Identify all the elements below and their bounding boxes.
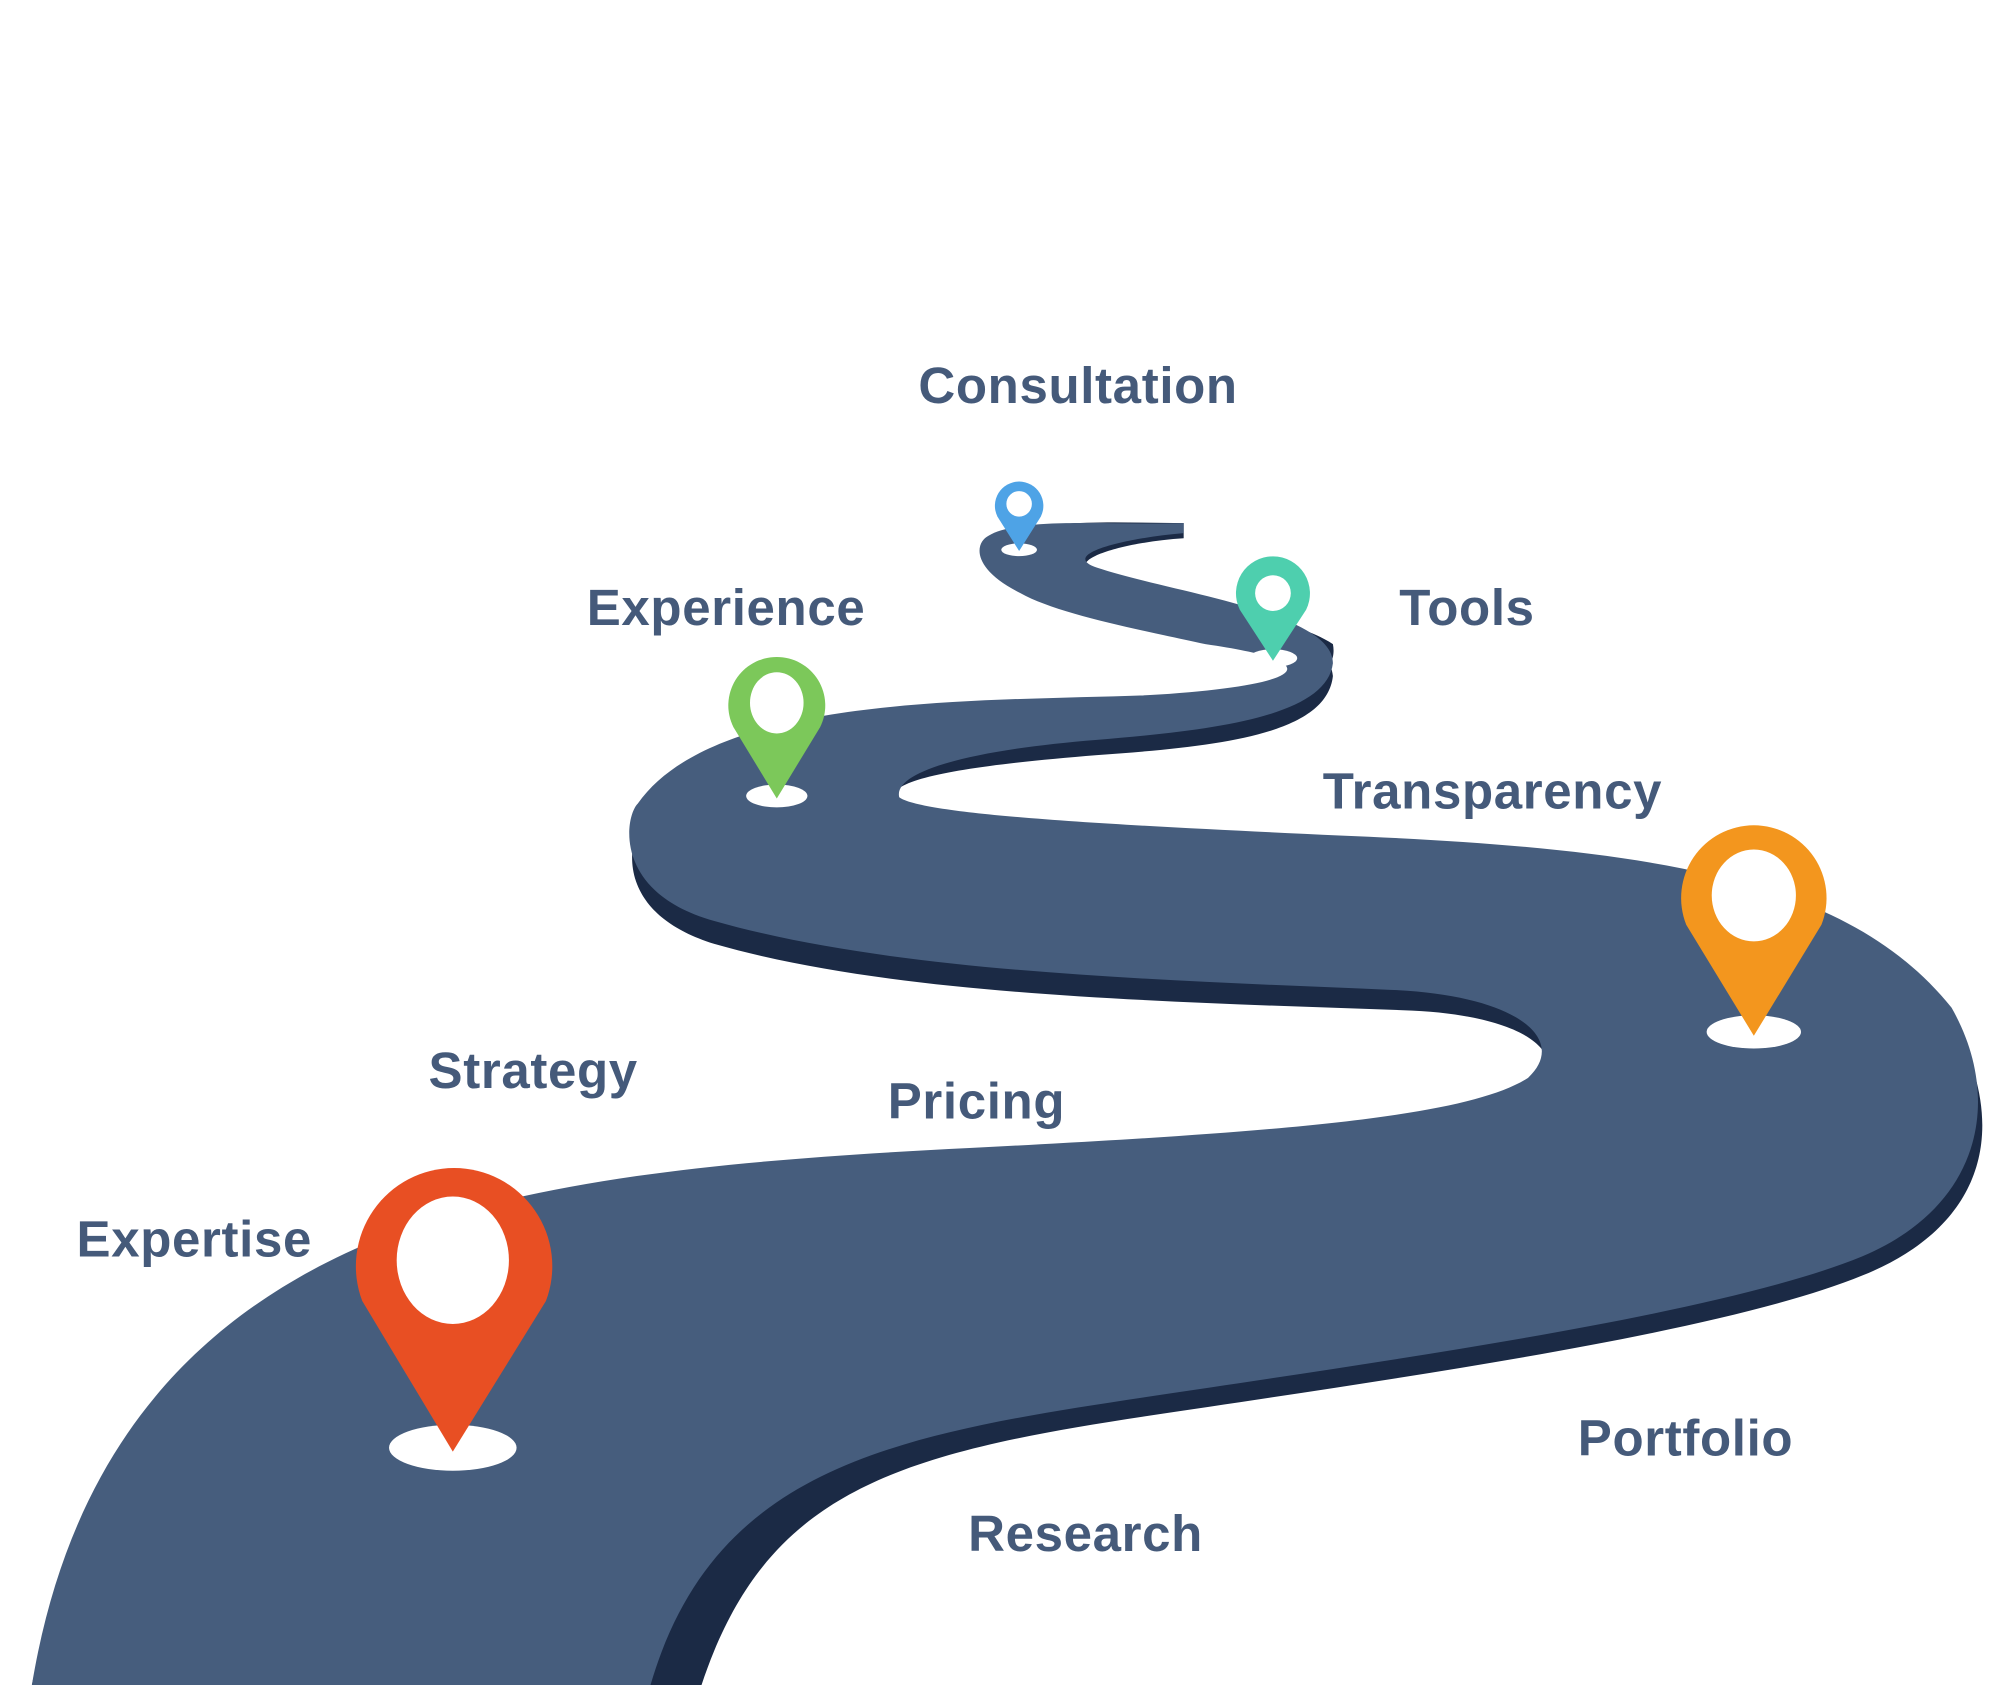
label-research: Research	[968, 1505, 1203, 1562]
pin-expertise	[355, 1168, 553, 1471]
pin-transparency	[1681, 825, 1827, 1049]
label-strategy: Strategy	[429, 1042, 638, 1099]
road	[31, 522, 1983, 1685]
pin-consultation	[994, 481, 1044, 557]
pin-tools	[1235, 556, 1310, 668]
label-experience: Experience	[587, 579, 866, 636]
label-transparency: Transparency	[1323, 763, 1662, 820]
label-portfolio: Portfolio	[1578, 1409, 1793, 1466]
label-tools: Tools	[1399, 579, 1534, 636]
pin-experience	[728, 656, 826, 808]
label-consultation: Consultation	[918, 357, 1237, 414]
road-surface	[31, 522, 1978, 1685]
label-expertise: Expertise	[77, 1210, 312, 1267]
label-pricing: Pricing	[888, 1073, 1065, 1130]
